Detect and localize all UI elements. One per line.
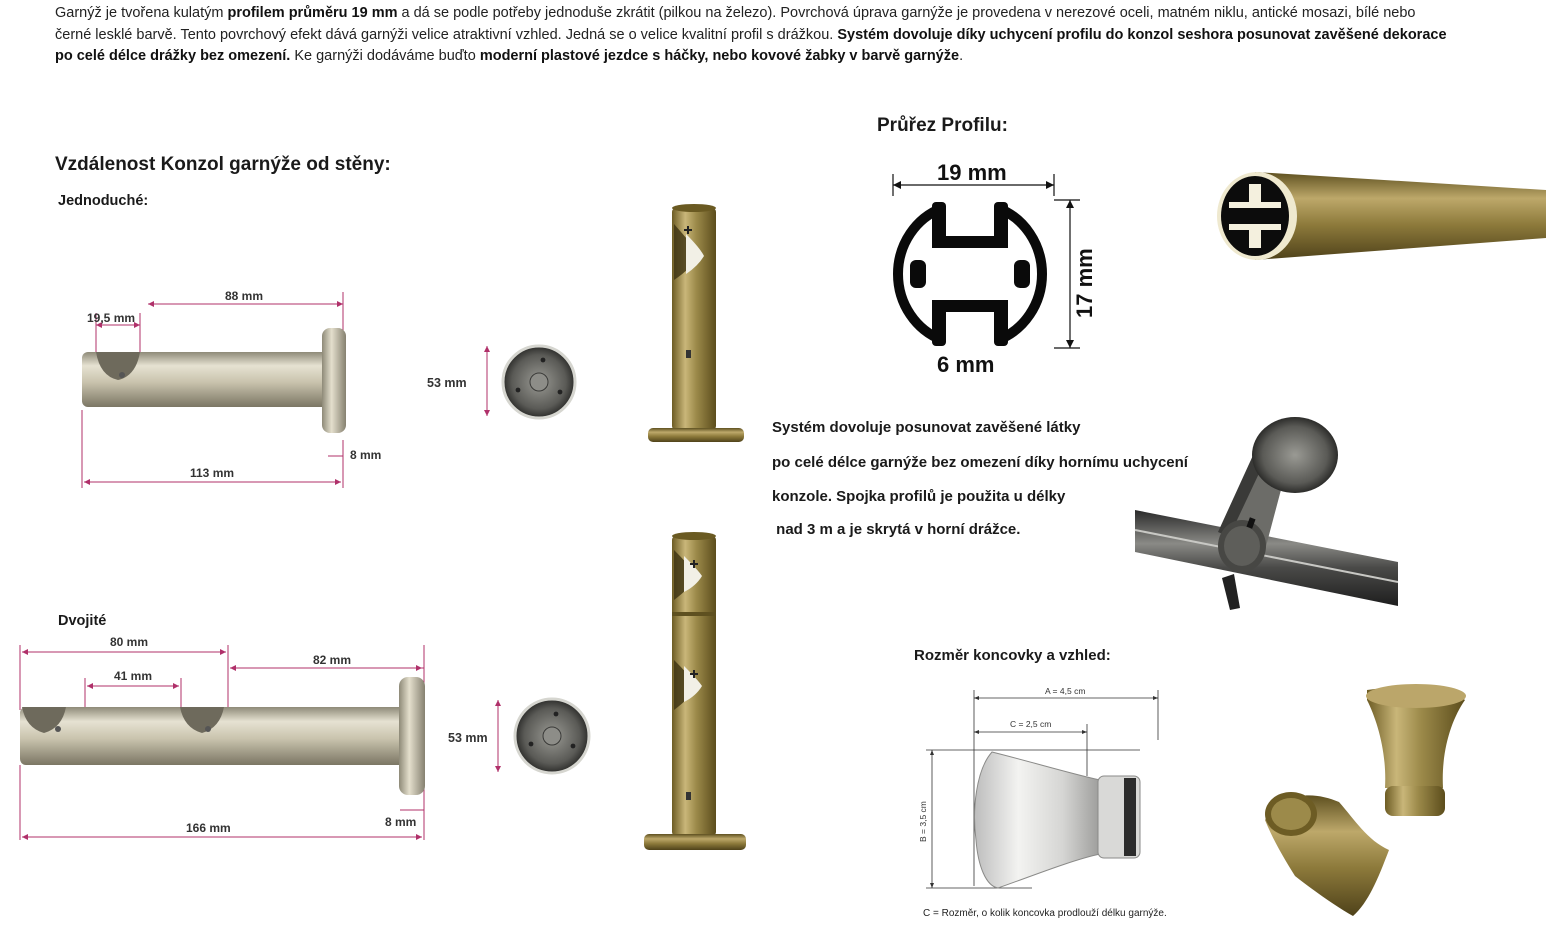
system-text-line-2: po celé délce garnýže bez omezení díky h… — [772, 454, 1188, 471]
intro-text-4: . — [959, 48, 964, 64]
double-dim-e: 8 mm — [385, 815, 416, 829]
system-text-line-3: konzole. Spojka profilů je použita u dél… — [772, 488, 1066, 505]
double-heading: Dvojité — [58, 613, 107, 629]
finial-note: C = Rozměr, o kolik koncovka prodlouží d… — [923, 908, 1167, 919]
single-brass-base — [648, 428, 744, 442]
double-dim-b: 41 mm — [114, 669, 152, 683]
dark-rod-bracket-photo — [1134, 417, 1399, 610]
single-bracket-slot — [96, 352, 140, 380]
double-bracket-arm — [20, 707, 410, 765]
finial-dim-a: A = 4,5 cm — [1045, 686, 1085, 696]
single-dim-d: 8 mm — [350, 448, 381, 462]
profile-heading: Průřez Profilu: — [877, 115, 1008, 136]
system-text-line-1: Systém dovoluje posunovat zavěšené látky — [772, 419, 1081, 436]
brass-rod-photo — [1217, 172, 1546, 260]
double-brass-bracket-photo — [644, 532, 746, 850]
single-brass-bracket-photo — [648, 204, 744, 442]
single-bracket-arm — [82, 352, 332, 407]
brass-rod-body — [1255, 172, 1546, 260]
profile-dim-gap: 6 mm — [937, 352, 994, 377]
double-dim-f: 53 mm — [448, 731, 488, 745]
intro-bold-1: profilem průměru 19 mm — [227, 5, 398, 21]
single-dim-a: 19,5 mm — [87, 311, 135, 325]
single-dim-c: 113 mm — [190, 466, 234, 480]
single-console-diagram: 19,5 mm 88 mm 113 mm 8 mm — [81, 289, 381, 488]
single-dim-e: 53 mm — [427, 376, 467, 390]
profile-outline — [893, 203, 1047, 345]
finial-heading: Rozměr koncovky a vzhled: — [914, 647, 1111, 664]
finial-dim-c: C = 2,5 cm — [1010, 719, 1051, 729]
dark-rod-bracket-disc — [1252, 417, 1338, 493]
double-console-diagram: 80 mm 41 mm 82 mm 166 mm 8 mm — [19, 635, 425, 840]
intro-text-3: Ke garnýži dodáváme buďto — [290, 48, 480, 64]
finial-body — [974, 751, 1101, 889]
intro-text-1: Garnýž je tvořena kulatým — [55, 5, 228, 21]
double-base-front-diagram: 53 mm — [448, 697, 591, 775]
single-base-front-diagram: 53 mm — [427, 344, 577, 420]
double-bracket-slot-outer — [22, 707, 66, 733]
brass-rod-end-profile — [1221, 176, 1289, 256]
dark-rod-body — [1135, 510, 1398, 606]
intro-text-2: a dá se podle potřeby jednoduše zkrátit … — [55, 5, 1416, 43]
double-dim-c: 82 mm — [313, 653, 351, 667]
system-text-line-4: nad 3 m a je skrytá v horní drážce. — [772, 521, 1021, 538]
double-base-plate — [399, 677, 425, 795]
finial-dim-b: B = 3,5 cm — [918, 801, 928, 842]
finial-upright — [1367, 687, 1465, 788]
single-dim-b: 88 mm — [225, 289, 263, 303]
double-brass-base — [644, 834, 746, 850]
brass-finials-photo — [1265, 684, 1466, 916]
double-dim-a: 80 mm — [110, 635, 148, 649]
finial-dimension-diagram: A = 4,5 cm C = 2,5 cm B = 3,5 cm C = Roz… — [918, 686, 1167, 919]
intro-bold-3: moderní plastové jezdce s háčky, nebo ko… — [479, 48, 960, 64]
single-dimension-lines — [81, 292, 344, 488]
single-heading: Jednoduché: — [58, 193, 149, 209]
double-dim-d: 166 mm — [186, 821, 231, 835]
consoles-heading: Vzdálenost Konzol garnýže od stěny: — [55, 154, 391, 175]
profile-dim-width: 19 mm — [937, 160, 1007, 185]
intro-paragraph: Garnýž je tvořena kulatým profilem průmě… — [55, 3, 1455, 68]
profile-inner-shape — [910, 202, 1030, 346]
double-bracket-slot-inner — [180, 707, 224, 733]
profile-dim-height: 17 mm — [1072, 248, 1097, 318]
single-base-plate — [322, 328, 346, 433]
profile-cross-section-diagram: 19 mm 6 mm 17 mm — [892, 160, 1097, 377]
intro-bold-2: Systém dovoluje díky uchycení profilu do… — [55, 26, 1447, 65]
